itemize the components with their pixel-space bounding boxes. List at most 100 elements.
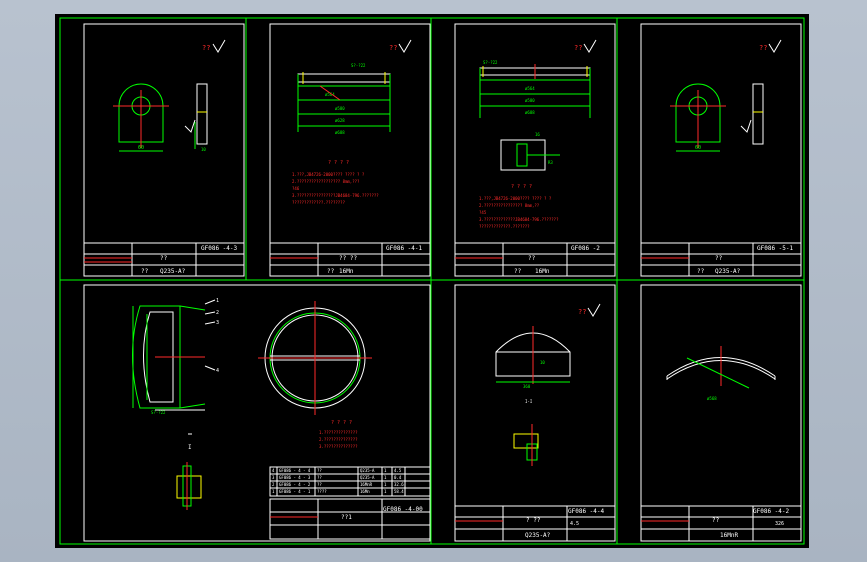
svg-text:??: ??: [317, 482, 322, 487]
tech-notes-3: ? ? ? ? 1.???,JB4726-2000???? ???? ? ? 2…: [479, 184, 559, 229]
svg-text:1.???,JB4726-2000???? ???? ?: 1.???,JB4726-2000???? ???? ? ?: [292, 172, 365, 177]
svg-text:??: ??: [160, 255, 168, 262]
bom-table: 4 GF086 - 4 - 4 ?? Q235-A 1 4.5 3 GF086 …: [269, 466, 431, 497]
svg-text:I: I: [188, 444, 192, 451]
svg-text:??: ??: [202, 44, 210, 52]
svg-text:GF086 -4-1: GF086 -4-1: [386, 245, 423, 252]
svg-text:GF086 - 4 - 2: GF086 - 4 - 2: [279, 482, 311, 487]
svg-text:Q235-A?: Q235-A?: [160, 268, 186, 275]
svg-text:3: 3: [216, 320, 219, 326]
svg-text:Q235-A?: Q235-A?: [715, 268, 741, 275]
svg-text:ø568: ø568: [707, 396, 717, 401]
svg-text:Q235-A?: Q235-A?: [525, 532, 551, 539]
svg-text:0.4: 0.4: [394, 475, 402, 480]
surface-mark-1: ??: [202, 39, 226, 53]
svg-text:3.??????????????: 3.??????????????: [319, 444, 358, 449]
svg-text:? ??: ? ??: [526, 517, 541, 524]
svg-text:58.4: 58.4: [394, 489, 404, 494]
svg-text:1: 1: [216, 298, 219, 304]
svg-text:?????????????.???????: ?????????????.???????: [479, 224, 530, 229]
sheet-6: ?? 360 10 I-I GF086 -4-4 ? ?? 4.5 Q235-A…: [454, 284, 616, 542]
svg-text:ø564: ø564: [325, 92, 335, 97]
svg-text:ø628: ø628: [335, 118, 345, 123]
svg-text:10: 10: [201, 147, 206, 152]
svg-text:??: ??: [712, 517, 720, 524]
sheet-7: ø568 GF086 -4-2 ?? 326 16MnR: [640, 284, 802, 542]
svg-text:3: 3: [272, 475, 275, 480]
surface-mark-4: ??: [759, 39, 782, 53]
svg-text:??: ??: [697, 268, 705, 275]
svg-text:4.5: 4.5: [570, 521, 579, 527]
bom-row: 3 GF086 - 4 - 3 ?? Q235-A 1 0.4: [272, 475, 402, 480]
svg-text:360: 360: [523, 384, 531, 389]
surface-mark-6: ??: [578, 303, 601, 317]
svg-text:4.5: 4.5: [394, 468, 402, 473]
svg-text:??: ??: [389, 44, 397, 52]
svg-text:GF086 -2: GF086 -2: [571, 245, 600, 252]
svg-text:?? ??: ?? ??: [339, 255, 357, 262]
cad-drawing-canvas[interactable]: ?? 60 10 GF086 -4-3 ?? Q235-A? ??: [55, 14, 809, 548]
svg-text:??: ??: [317, 468, 322, 473]
svg-text:2: 2: [272, 482, 275, 487]
svg-text:?????????????.????????: ?????????????.????????: [292, 200, 346, 205]
title-block-5: GF086 -4-00 ??1: [269, 498, 431, 540]
svg-text:??: ??: [574, 44, 582, 52]
svg-text:16Mn: 16Mn: [360, 489, 370, 494]
svg-text:S?-?22: S?-?22: [151, 410, 166, 415]
svg-text:GF086 -5-1: GF086 -5-1: [757, 245, 794, 252]
svg-text:GF086 -4-4: GF086 -4-4: [568, 508, 605, 515]
svg-text:GF086 -4-2: GF086 -4-2: [753, 508, 790, 515]
svg-text:??: ??: [528, 255, 536, 262]
svg-text:ø688: ø688: [335, 130, 345, 135]
svg-text:GF086 -4-3: GF086 -4-3: [201, 245, 238, 252]
svg-text:1.???,JB4726-2000???? ???? ?: 1.???,JB4726-2000???? ???? ? ?: [479, 196, 552, 201]
surface-mark-2: ??: [389, 39, 412, 53]
svg-text:GF086 -4-00: GF086 -4-00: [383, 506, 423, 513]
svg-text:?45: ?45: [479, 210, 487, 215]
svg-text:4: 4: [216, 368, 219, 374]
tech-notes-5: ? ? ? ? 1.?????????????? 2.?????????????…: [319, 420, 358, 449]
svg-text:? ? ? ?: ? ? ? ?: [511, 184, 532, 190]
title-block-6: GF086 -4-4 ? ?? 4.5 Q235-A?: [454, 505, 616, 542]
tech-notes-2: ? ? ? ? 1.???,JB4726-2000???? ???? ? ? 2…: [292, 160, 379, 205]
surface-mark-3: ??: [574, 39, 597, 53]
svg-text:32.6: 32.6: [394, 482, 404, 487]
svg-text:??: ??: [715, 255, 723, 262]
svg-text:16MnR: 16MnR: [720, 532, 738, 539]
svg-text:2.???????????????? 8mm,??: 2.???????????????? 8mm,??: [479, 203, 540, 208]
title-block-2: GF086 -4-1 ?? ?? 16Mn ??: [269, 242, 431, 277]
svg-text:2: 2: [216, 310, 219, 316]
drawing-sheet-set: ?? 60 10 GF086 -4-3 ?? Q235-A? ??: [59, 17, 805, 545]
svg-text:ø580: ø580: [525, 98, 535, 103]
bom-row: 1 GF086 - 4 - 1 ???? 16Mn 1 58.4: [272, 489, 404, 494]
svg-text:2.??????????????: 2.??????????????: [319, 437, 358, 442]
svg-text:1: 1: [384, 482, 387, 487]
sheet-5-assembly: S?-?22 1 2 3 4 I ? ? ? ? 1.?????????????…: [83, 284, 431, 542]
svg-text:1: 1: [384, 489, 387, 494]
sheet-2: ?? ø564 ø580 ø628 ø688 S?-?22 ? ? ? ? 1.…: [269, 23, 431, 277]
title-block-4: GF086 -5-1 ?? Q235-A? ??: [640, 242, 802, 277]
svg-text:??: ??: [578, 308, 586, 316]
bom-row: 4 GF086 - 4 - 4 ?? Q235-A 1 4.5: [272, 468, 402, 473]
svg-text:4: 4: [272, 468, 275, 473]
svg-text:326: 326: [775, 521, 784, 527]
svg-text:16: 16: [535, 132, 540, 137]
svg-text:??: ??: [327, 268, 335, 275]
svg-text:ø564: ø564: [525, 86, 535, 91]
svg-text:3.????????????????JB4684-796.?: 3.????????????????JB4684-796.???????: [292, 193, 379, 198]
svg-text:3.?????????????JB4684-796.????: 3.?????????????JB4684-796.???????: [479, 217, 559, 222]
svg-text:? ? ? ?: ? ? ? ?: [331, 420, 352, 426]
svg-text:16MnR: 16MnR: [360, 482, 373, 487]
svg-text:60: 60: [695, 145, 701, 151]
title-block-7: GF086 -4-2 ?? 326 16MnR: [640, 505, 802, 542]
svg-text:1: 1: [384, 475, 387, 480]
svg-text:??: ??: [141, 268, 149, 275]
svg-text:Q235-A: Q235-A: [360, 475, 375, 480]
bom-row: 2 GF086 - 4 - 2 ?? 16MnR 1 32.6: [272, 482, 404, 487]
svg-text:10: 10: [540, 360, 545, 365]
sheet-1: ?? 60 10 GF086 -4-3 ?? Q235-A? ??: [83, 23, 245, 277]
svg-text:1: 1: [384, 468, 387, 473]
svg-text:S?-?22: S?-?22: [351, 63, 366, 68]
title-block-1: GF086 -4-3 ?? Q235-A? ??: [83, 242, 245, 277]
svg-text:1.??????????????: 1.??????????????: [319, 430, 358, 435]
